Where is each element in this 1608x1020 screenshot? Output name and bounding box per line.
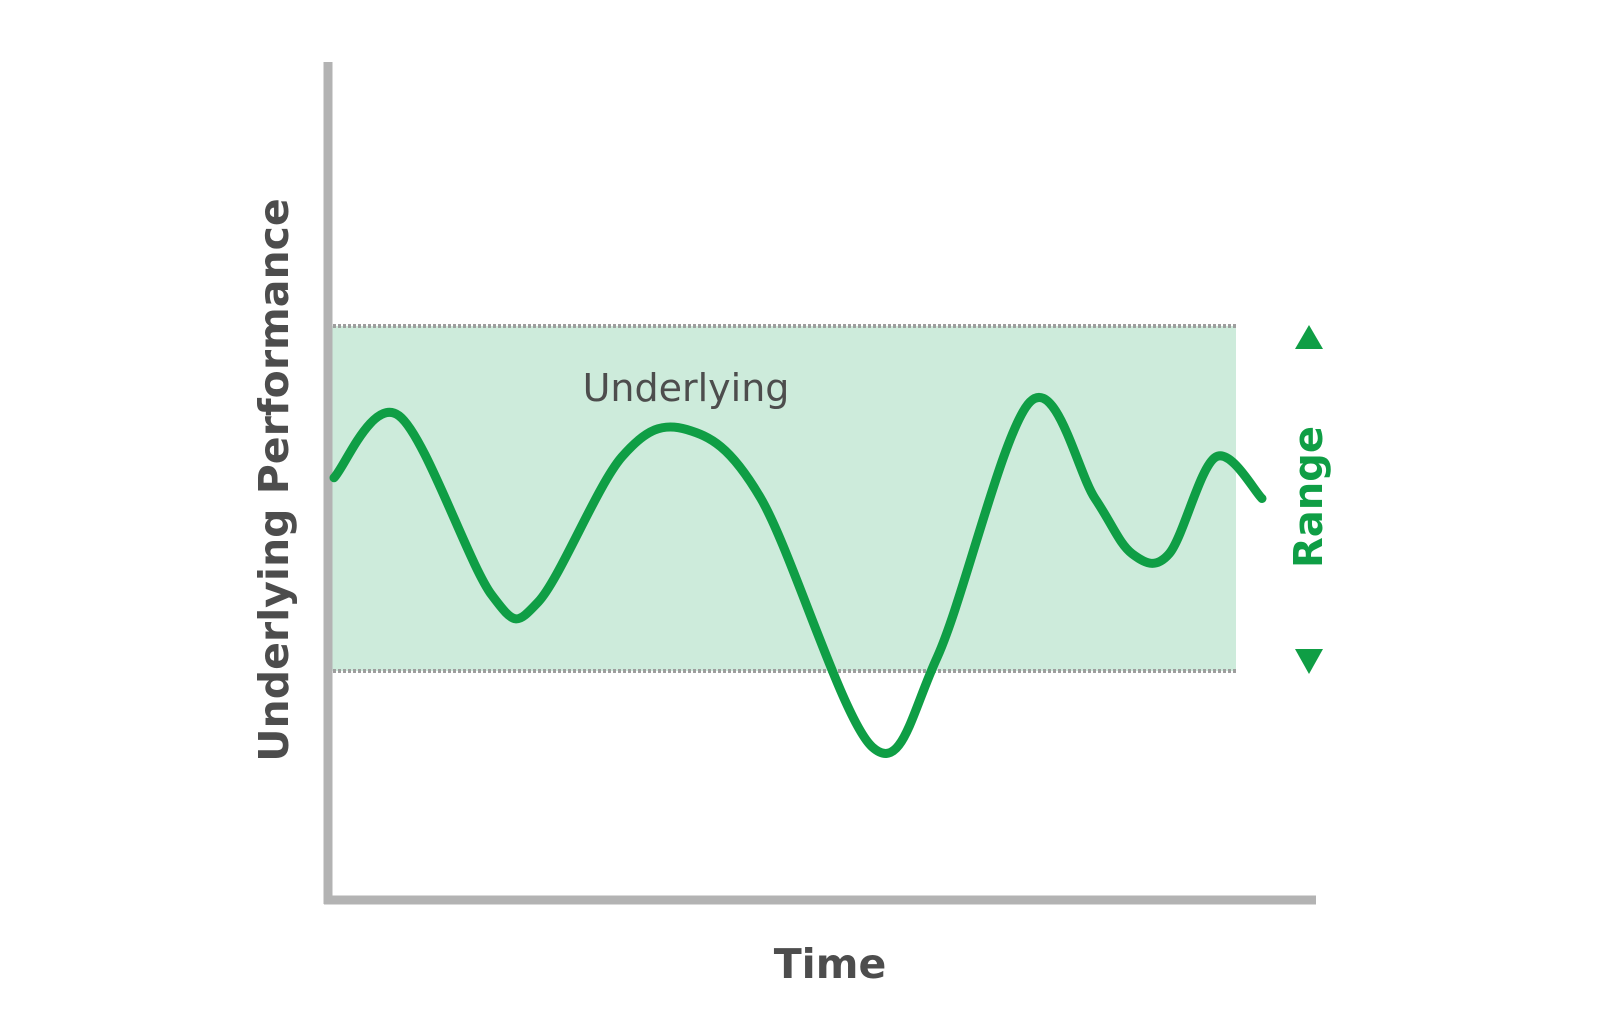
- y-axis-label: Underlying Performance: [250, 198, 298, 762]
- x-axis-label: Time: [774, 940, 887, 988]
- triangle-up-icon: [1295, 325, 1323, 349]
- range-band: [328, 326, 1236, 671]
- range-label: Range: [1286, 426, 1332, 568]
- series-label: Underlying: [583, 366, 790, 410]
- triangle-down-icon: [1295, 649, 1323, 674]
- series-line-underlying: [329, 393, 1267, 758]
